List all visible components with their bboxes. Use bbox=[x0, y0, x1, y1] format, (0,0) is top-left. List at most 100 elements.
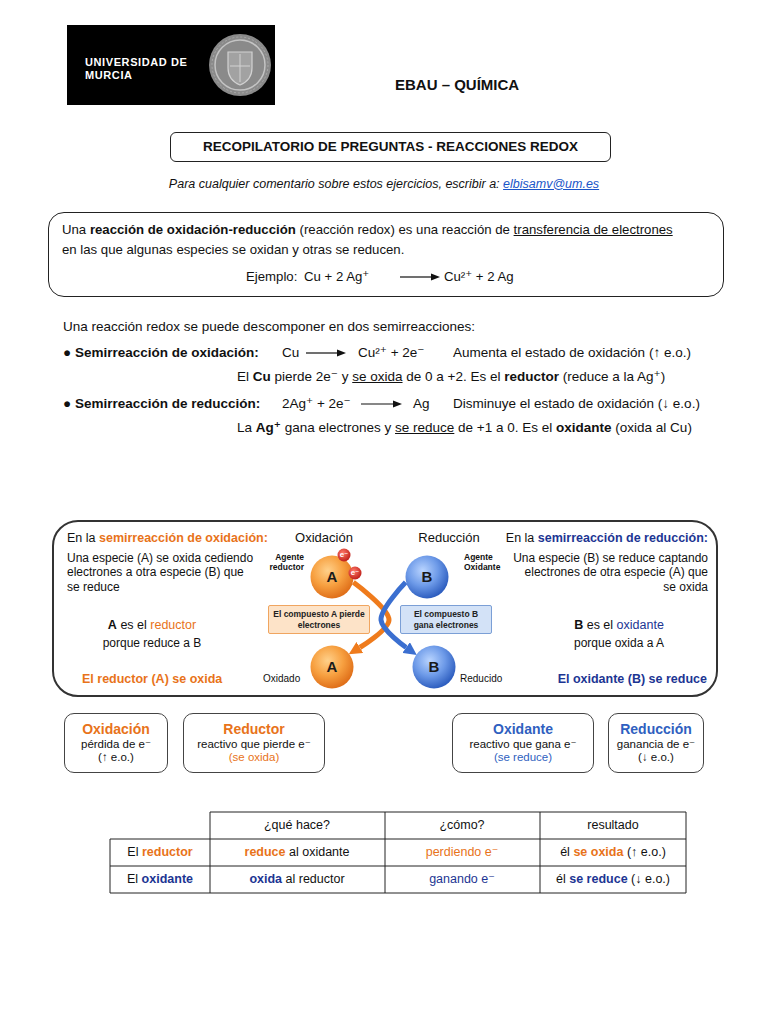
text-line: Aes elreductor bbox=[108, 618, 196, 633]
reaction-arrow bbox=[400, 274, 440, 281]
seal-crest bbox=[228, 52, 252, 85]
text-line: Eloxidante bbox=[127, 872, 193, 887]
text: pierde 2e⁻ y bbox=[275, 369, 349, 384]
text: oxida bbox=[249, 872, 282, 886]
text: semirreacción de reducción: bbox=[538, 531, 708, 545]
text-line: En lasemirreacción de oxidación: bbox=[67, 531, 268, 546]
text: Una bbox=[62, 222, 86, 237]
species-circle: A bbox=[310, 555, 354, 599]
node-text: e⁻ bbox=[351, 569, 360, 577]
definition-box: Unareacción de oxidación-reducción(reacc… bbox=[48, 212, 724, 297]
text-line: ¿cómo? bbox=[439, 818, 484, 833]
text: se oxida bbox=[573, 845, 623, 859]
text-line: En lasemirreacción de reducción: bbox=[506, 531, 708, 546]
node-text: El compuesto B gana electrones bbox=[404, 609, 488, 629]
arrow-head bbox=[393, 401, 402, 408]
text: se oxida bbox=[352, 369, 402, 384]
text: En la bbox=[67, 531, 96, 545]
text: al oxidante bbox=[289, 845, 349, 859]
text: perdiendo e⁻ bbox=[426, 845, 499, 859]
text-line: en las que algunas especies se oxidan y … bbox=[62, 242, 404, 258]
text-line: élse oxida(↑ e.o.) bbox=[560, 845, 666, 860]
text: porque reduce a B bbox=[103, 636, 202, 650]
electron-dot: e⁻ bbox=[337, 548, 351, 562]
species-circle: A bbox=[310, 645, 354, 689]
circle-fill bbox=[349, 567, 362, 580]
text: de 0 a +2. Es el bbox=[406, 369, 500, 384]
logo-box: UNIVERSIDAD DE MURCIA bbox=[67, 25, 275, 105]
reaction-arrow bbox=[306, 350, 346, 357]
text-line: LaAg⁺gana electrones yse reducede +1 a 0… bbox=[237, 420, 692, 436]
text: Ag bbox=[413, 396, 430, 411]
text: EBAU – QUÍMICA bbox=[395, 76, 519, 93]
text: Una especie (A) se oxida cediendo electr… bbox=[67, 551, 253, 594]
text: Ejemplo: bbox=[246, 269, 297, 284]
text: El bbox=[127, 872, 138, 886]
text-line: Cu + 2 Ag⁺ bbox=[304, 269, 369, 285]
node-text: B bbox=[422, 568, 433, 586]
circle-fill bbox=[311, 646, 354, 689]
circle-fill bbox=[338, 549, 351, 562]
text-line: porque reduce a B bbox=[103, 636, 202, 650]
node-text: El compuesto A pierde electrones bbox=[272, 609, 366, 629]
text: Cu bbox=[253, 369, 271, 384]
text-line: Ejemplo: bbox=[246, 269, 297, 285]
text: El oxidante (B) se reduce bbox=[558, 672, 707, 686]
circle-fill bbox=[413, 646, 456, 689]
process-box: El compuesto B gana electrones bbox=[400, 605, 492, 634]
node-text: A bbox=[327, 568, 338, 586]
seal-crest-detail bbox=[230, 54, 250, 82]
node-text: Oxidación bbox=[82, 721, 150, 738]
reaction-arrow bbox=[361, 401, 402, 408]
text-line: ● Semirreacción de reducción: bbox=[63, 396, 260, 412]
text: Oxidado bbox=[263, 673, 300, 684]
node-text: e⁻ bbox=[340, 551, 349, 559]
text-line: Una reacción redox se puede descomponer … bbox=[63, 319, 475, 335]
concept-box: Oxidaciónpérdida de e⁻(↑ e.o.) bbox=[64, 713, 168, 773]
text: se reduce bbox=[395, 420, 454, 435]
text-line: Ag bbox=[413, 396, 430, 412]
text: es el bbox=[120, 618, 146, 632]
text: Cu bbox=[282, 345, 299, 360]
title-box: RECOPILATORIO DE PREGUNTAS - REACCIONES … bbox=[170, 132, 611, 162]
text-line: Unareacción de oxidación-reducción(reacc… bbox=[62, 222, 673, 238]
text-line: ganando e⁻ bbox=[429, 872, 495, 887]
circle-fill bbox=[406, 556, 449, 599]
text-line: 2Ag⁺ + 2e⁻ bbox=[282, 396, 351, 412]
text: resultado bbox=[587, 818, 638, 832]
text: semirreacción de oxidación: bbox=[99, 531, 268, 545]
text: (reduce a la Ag⁺) bbox=[563, 369, 665, 384]
text: A bbox=[108, 618, 117, 632]
text: ¿cómo? bbox=[439, 818, 484, 832]
node-text: (se reduce) bbox=[494, 751, 552, 765]
text: Una reacción redox se puede descomponer … bbox=[63, 319, 475, 334]
text-line: Reducido bbox=[460, 673, 502, 685]
text-line: ¿qué hace? bbox=[264, 818, 330, 833]
seal-disc bbox=[209, 34, 271, 96]
text: al reductor bbox=[286, 872, 345, 886]
seal-ring bbox=[215, 40, 265, 90]
text: elbisamv@um.es bbox=[503, 177, 599, 191]
node-text: (↓ e.o.) bbox=[638, 751, 674, 765]
text: transferencia de electrones bbox=[514, 222, 673, 237]
text-line: Una especie (A) se oxida cediendo electr… bbox=[67, 551, 259, 594]
arrow-shaft bbox=[400, 276, 432, 277]
node-text: (se oxida) bbox=[229, 751, 280, 765]
concept-box: Oxidantereactivo que gana e⁻(se reduce) bbox=[452, 713, 594, 773]
text: en las que algunas especies se oxidan y … bbox=[62, 242, 404, 257]
circle-fill bbox=[311, 556, 354, 599]
table-grid bbox=[110, 812, 686, 893]
text-line: Aumenta el estado de oxidación (↑ e.o.) bbox=[453, 345, 691, 361]
text: Agente reductor bbox=[270, 552, 304, 572]
species-circle: B bbox=[405, 555, 449, 599]
text-line: oxida al reductor bbox=[249, 872, 344, 887]
text-line: Oxidado bbox=[263, 673, 300, 685]
text: Reducción bbox=[418, 530, 479, 545]
text: él bbox=[556, 872, 566, 886]
text: El reductor (A) se oxida bbox=[82, 672, 222, 686]
text-line: élse reduce(↓ e.o.) bbox=[556, 872, 670, 887]
text: Agente Oxidante bbox=[464, 552, 500, 572]
text: 2Ag⁺ + 2e⁻ bbox=[282, 396, 351, 411]
text-line: El oxidante (B) se reduce bbox=[558, 672, 707, 687]
text: (↑ e.o.) bbox=[627, 845, 666, 859]
